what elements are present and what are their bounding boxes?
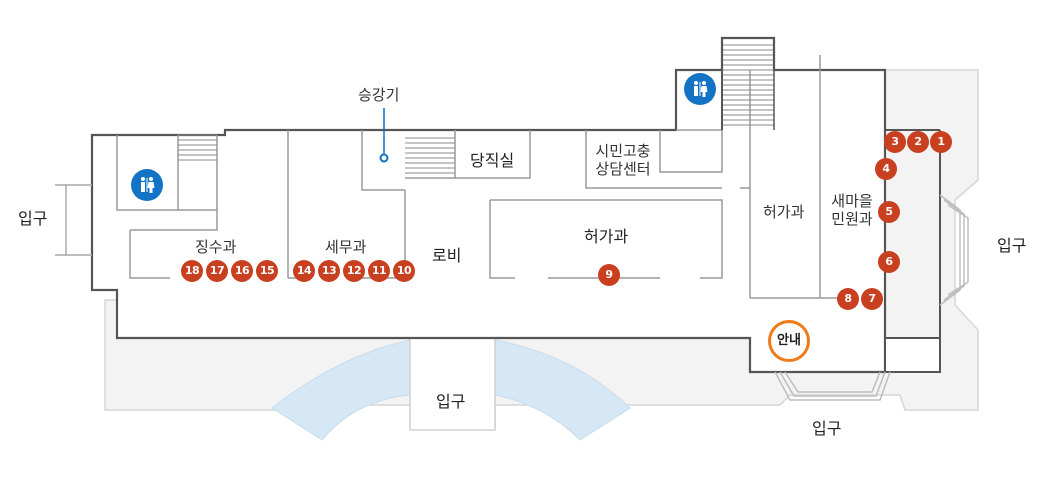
new-village-label-line1: 새마을 — [831, 192, 873, 210]
marker-15[interactable]: 15 — [256, 260, 278, 282]
new-village-label: 새마을 민원과 — [826, 192, 878, 228]
marker-11[interactable]: 11 — [368, 260, 390, 282]
permit-office-side-label: 허가과 — [763, 203, 805, 221]
marker-3[interactable]: 3 — [884, 131, 906, 153]
marker-12[interactable]: 12 — [343, 260, 365, 282]
elevator-label: 승강기 — [358, 86, 400, 104]
plaza-right — [494, 339, 631, 441]
front-entrance-box — [409, 337, 496, 431]
tax-collection-label: 징수과 — [195, 238, 237, 256]
marker-2[interactable]: 2 — [907, 131, 929, 153]
civic-center-label-line2: 상담센터 — [595, 160, 651, 178]
permit-office-main-label: 허가과 — [584, 227, 629, 246]
restroom-icon — [131, 169, 163, 201]
civic-center-label: 시민고충 상담센터 — [593, 142, 653, 178]
lobby-label: 로비 — [432, 246, 462, 265]
entrance-right-label: 입구 — [997, 236, 1027, 255]
marker-16[interactable]: 16 — [231, 260, 253, 282]
entrance-bottom-center-label: 입구 — [436, 392, 466, 411]
elevator-dot-icon — [379, 153, 389, 163]
marker-13[interactable]: 13 — [318, 260, 340, 282]
new-village-label-line2: 민원과 — [831, 210, 873, 228]
tax-affairs-label: 세무과 — [325, 238, 367, 256]
marker-10[interactable]: 10 — [393, 260, 415, 282]
civic-center-label-line1: 시민고충 — [595, 142, 651, 160]
marker-6[interactable]: 6 — [878, 251, 900, 273]
duty-room-label: 당직실 — [470, 151, 515, 170]
info-desk[interactable]: 안내 — [768, 320, 810, 362]
marker-9[interactable]: 9 — [598, 264, 620, 286]
right-corner-block — [884, 337, 941, 373]
marker-5[interactable]: 5 — [878, 201, 900, 223]
entrance-left-label: 입구 — [18, 209, 48, 228]
restroom-icon — [684, 73, 716, 105]
marker-1[interactable]: 1 — [930, 131, 952, 153]
marker-4[interactable]: 4 — [875, 158, 897, 180]
marker-7[interactable]: 7 — [861, 288, 883, 310]
marker-14[interactable]: 14 — [293, 260, 315, 282]
marker-18[interactable]: 18 — [181, 260, 203, 282]
marker-17[interactable]: 17 — [206, 260, 228, 282]
entrance-bottom-right-label: 입구 — [812, 419, 842, 438]
marker-8[interactable]: 8 — [837, 288, 859, 310]
